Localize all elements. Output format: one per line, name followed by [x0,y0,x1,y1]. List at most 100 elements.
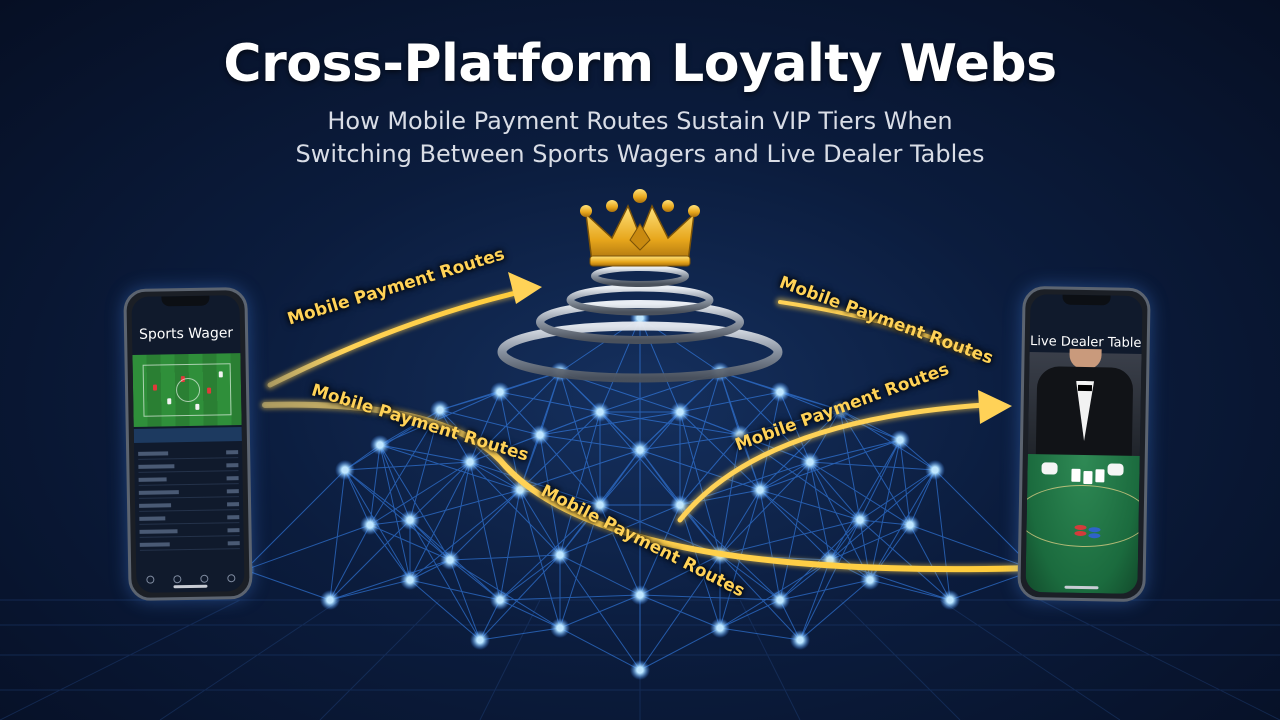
network-link [449,489,521,561]
network-link [559,594,641,629]
subtitle-line-2: Switching Between Sports Wagers and Live… [295,140,985,168]
network-node [326,596,334,604]
network-node [866,576,874,584]
network-link [799,579,871,641]
network-link [759,489,861,521]
network-node [376,441,384,449]
route-arrow-main [262,401,1033,573]
network-node [896,436,904,444]
network-link [869,439,901,581]
network-link [329,559,451,601]
network-link [909,524,951,601]
bowtie-icon [1077,384,1093,392]
network-link [439,391,501,411]
odds-row[interactable] [138,460,239,473]
tab-icon[interactable] [145,575,154,584]
network-link [639,449,761,491]
tab-icon[interactable] [172,575,181,584]
phone-screen: Sports Wager [131,295,245,593]
phone-screen: Live Dealer Table [1025,294,1143,594]
network-node [406,576,414,584]
network-link [599,504,641,596]
network-node [776,596,784,604]
tab-icon[interactable] [226,574,235,583]
odds-row[interactable] [139,525,240,538]
playing-card-icon [1071,468,1081,482]
network-node [676,408,684,416]
network-node [556,624,564,632]
network-link [409,579,501,601]
network-node [436,406,444,414]
network-node [636,446,644,454]
tab-icon[interactable] [199,574,208,583]
network-link [759,391,781,491]
network-link [559,554,641,671]
network-link [839,409,911,526]
network-link [344,469,451,561]
network-link [369,524,411,581]
network-link [779,391,811,463]
network-link [409,579,481,641]
network-node [716,624,724,632]
odds-row[interactable] [139,538,240,551]
network-link [449,559,481,641]
network-link [639,317,681,413]
network-link [639,554,721,596]
network-node [906,521,914,529]
network-node [496,596,504,604]
network-link [639,627,721,671]
route-arrow-upper-left [267,289,523,388]
network-link [559,627,641,671]
network-node [931,466,939,474]
dealer-glove [1107,463,1124,476]
home-indicator [173,584,208,589]
network-node [756,486,764,494]
network-link [859,439,901,521]
network-link [379,444,521,491]
dealer-tuxedo [1035,366,1134,464]
network-link [599,317,641,413]
network-node [856,516,864,524]
network-link [369,461,471,526]
sports-wager-title: Sports Wager [138,325,234,343]
network-link [559,504,601,556]
network-link [539,411,681,436]
network-link [499,554,561,601]
network-link [369,409,441,526]
odds-row[interactable] [139,512,240,525]
network-node [636,314,644,322]
network-node [476,636,484,644]
network-link [719,371,811,463]
network-node [836,406,844,414]
network-link [909,469,936,526]
network-link [719,554,781,601]
odds-row[interactable] [138,447,239,460]
odds-row[interactable] [138,473,239,486]
network-link [909,524,1036,571]
network-node [496,388,504,396]
network-node [556,551,564,559]
network-link [559,554,641,596]
dealer-image [1027,348,1142,464]
odds-row[interactable] [138,499,240,512]
odds-row[interactable] [138,486,239,499]
odds-header [133,427,242,443]
network-link [719,434,741,556]
network-link [679,504,721,629]
vip-tier-rings-icon [497,265,783,383]
network-link [344,461,471,471]
network-link [639,504,681,596]
crown-icon [580,189,700,267]
network-node [516,486,524,494]
chip-icon [1088,533,1101,539]
network-link [449,559,501,601]
network-node [596,408,604,416]
network-link [739,409,841,436]
network-link [759,489,781,601]
network-link [409,519,481,641]
network-link [829,469,936,561]
network-link [409,489,521,521]
network-link [409,461,471,521]
network-link [719,489,761,556]
